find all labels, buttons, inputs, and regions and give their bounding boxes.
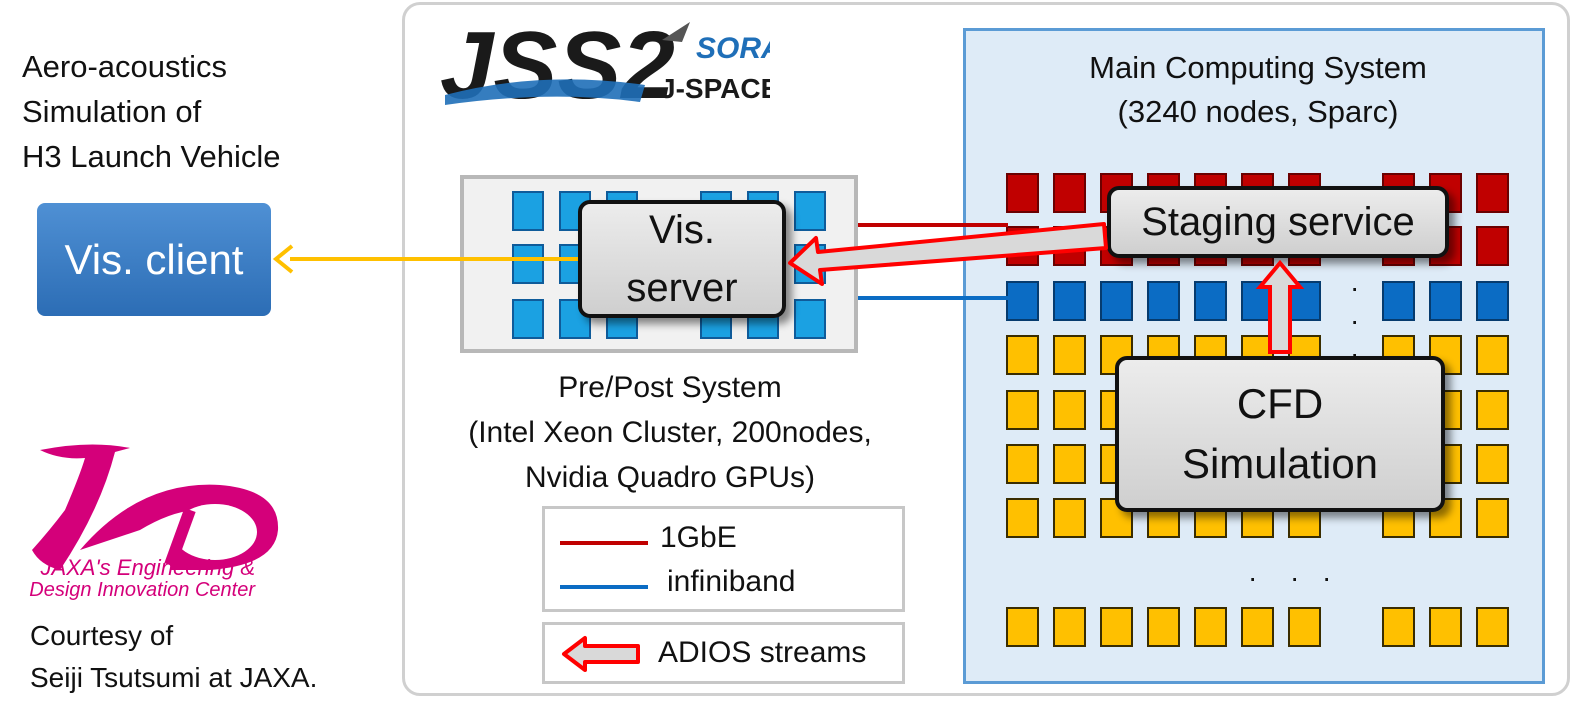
compute-node [1100, 281, 1133, 321]
compute-node [1476, 226, 1509, 266]
adios-arrow-to-vis-server [788, 222, 1108, 286]
cfd-line-2: Simulation [1181, 440, 1379, 487]
gbe-legend-label: 1GbE [660, 521, 737, 554]
courtesy-line-2: Seiji Tsutsumi at JAXA. [30, 662, 318, 693]
compute-node [1006, 335, 1039, 375]
pre-post-caption: Pre/Post System (Intel Xeon Cluster, 200… [440, 365, 900, 500]
compute-node [1147, 281, 1180, 321]
compute-node [1476, 444, 1509, 484]
compute-node [1476, 498, 1509, 538]
compute-node [1006, 173, 1039, 213]
network-legend: 1GbE infiniband [542, 506, 905, 612]
compute-node [1476, 173, 1509, 213]
compute-node [1006, 607, 1039, 647]
left-title-line-3: H3 Launch Vehicle [22, 139, 281, 174]
jedi-logo: JAXA's Engineering & Design Innovation C… [29, 444, 279, 601]
vis-server-line-2: server [626, 266, 738, 310]
adios-legend-label: ADIOS streams [658, 636, 867, 669]
compute-node [1006, 281, 1039, 321]
ellipsis-dot: · [1350, 338, 1360, 369]
compute-node [1476, 335, 1509, 375]
main-title-line-1: Main Computing System [1089, 50, 1427, 85]
compute-node [1053, 335, 1086, 375]
compute-node [1006, 390, 1039, 430]
left-title-line-1: Aero-acoustics [22, 49, 228, 84]
ellipsis-dot: · [1350, 272, 1360, 303]
vis-server-box[interactable]: Vis. server [578, 200, 786, 318]
satellite-icon [662, 22, 690, 42]
compute-node [1147, 607, 1180, 647]
compute-node [1241, 607, 1274, 647]
infiniband-legend-swatch [560, 585, 648, 589]
client-arrow-head [272, 244, 294, 274]
pre-caption-line-1: Pre/Post System [558, 371, 782, 404]
gbe-legend-swatch [560, 541, 648, 545]
adios-arrow-to-staging [1255, 259, 1305, 354]
left-title-line-2: Simulation of [22, 94, 202, 129]
jspace-text: J-SPACE [660, 73, 770, 104]
adios-arrow-icon [562, 636, 640, 672]
compute-node [1382, 607, 1415, 647]
jedi-subtitle-1: JAXA's Engineering & [39, 555, 255, 580]
compute-node [1429, 281, 1462, 321]
compute-node [1053, 390, 1086, 430]
adios-legend: ADIOS streams [542, 622, 905, 684]
courtesy-text: Courtesy of Seiji Tsutsumi at JAXA. [30, 615, 317, 699]
ellipsis-dot: · [1290, 562, 1300, 593]
courtesy-line-1: Courtesy of [30, 620, 174, 651]
compute-node [1382, 281, 1415, 321]
ellipsis-dot: · [1350, 305, 1360, 336]
compute-node [1053, 607, 1086, 647]
jss2-logo: JSS2 SORA J-SPACE [440, 12, 770, 110]
compute-node [1194, 281, 1227, 321]
compute-node [1053, 281, 1086, 321]
compute-node [1053, 173, 1086, 213]
cfd-line-1: CFD [1236, 380, 1324, 427]
main-title-line-2: (3240 nodes, Sparc) [1117, 94, 1399, 129]
ellipsis-dot: · [1322, 562, 1332, 593]
compute-node [1476, 390, 1509, 430]
compute-node [1288, 607, 1321, 647]
vis-client-box[interactable]: Vis. client [37, 203, 271, 316]
compute-node [1476, 607, 1509, 647]
cfd-simulation-box[interactable]: CFD Simulation [1115, 356, 1445, 512]
jss2-panel [402, 2, 1570, 696]
compute-node [1429, 335, 1462, 375]
sora-text: SORA [696, 32, 770, 65]
pre-caption-line-3: Nvidia Quadro GPUs) [524, 461, 816, 494]
compute-node [1429, 607, 1462, 647]
pre-caption-line-2: (Intel Xeon Cluster, 200nodes, [468, 416, 872, 449]
vis-server-line-1: Vis. [649, 208, 715, 252]
staging-service-box[interactable]: Staging service [1107, 186, 1449, 258]
infiniband-legend-label: infiniband [667, 565, 796, 598]
compute-node [1194, 607, 1227, 647]
ellipsis-dot: · [1248, 562, 1258, 593]
compute-node [1006, 498, 1039, 538]
compute-node [1476, 281, 1509, 321]
left-title: Aero-acoustics Simulation of H3 Launch V… [22, 44, 281, 179]
compute-node [1100, 607, 1133, 647]
jedi-subtitle-2: Design Innovation Center [29, 579, 256, 601]
compute-node [1006, 444, 1039, 484]
compute-node [1053, 444, 1086, 484]
main-system-title: Main Computing System (3240 nodes, Sparc… [963, 46, 1553, 134]
compute-node [1053, 498, 1086, 538]
